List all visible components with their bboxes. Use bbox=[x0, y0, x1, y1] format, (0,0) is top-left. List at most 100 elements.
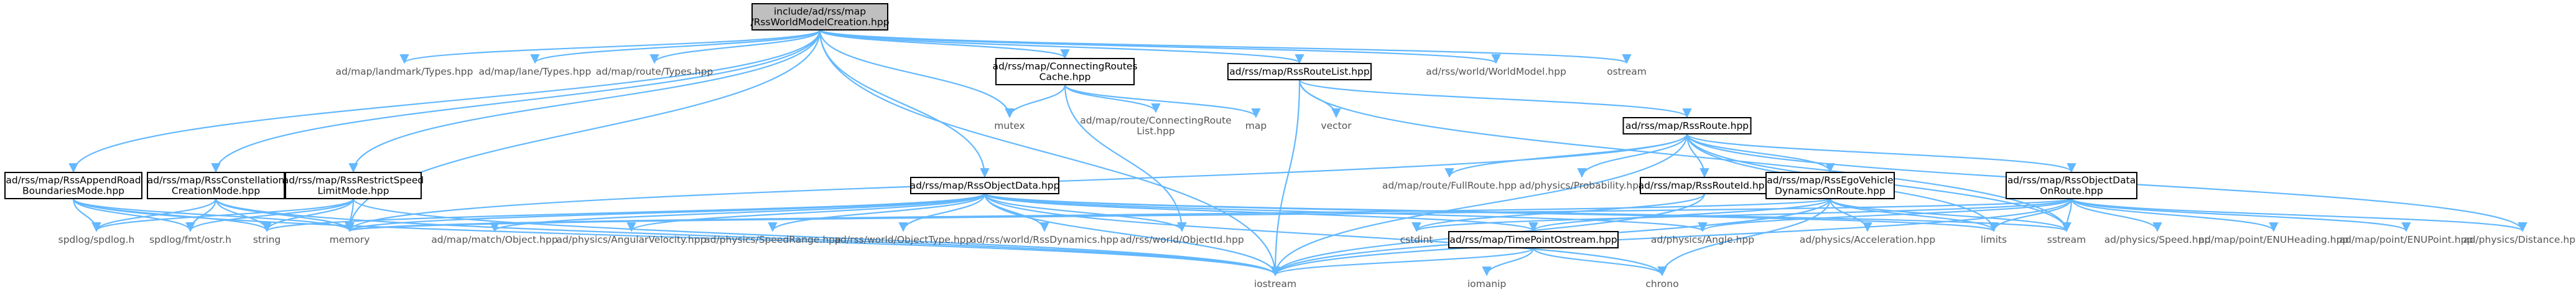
node-label: ad/map/route/Types.hpp bbox=[596, 66, 714, 77]
node-ostream: ostream bbox=[1607, 66, 1647, 77]
edge-rss_route_list-to-sstream bbox=[1298, 79, 2071, 232]
node-label: /RssWorldModelCreation.hpp bbox=[750, 17, 889, 28]
edge-object_data_on_route-to-memory bbox=[345, 197, 2073, 232]
node-spdlog: spdlog/spdlog.h bbox=[58, 234, 135, 245]
node-box bbox=[285, 172, 422, 199]
edge-object_data_on_route-to-enu_point bbox=[2070, 197, 2411, 232]
node-label: ad/rss/map/RssConstellation bbox=[147, 175, 285, 186]
node-enu-heading: ad/map/point/ENUHeading.hpp bbox=[2199, 234, 2349, 245]
node-iomanip: iomanip bbox=[1467, 278, 1506, 290]
node-label: ad/rss/world/ObjectType.hpp bbox=[835, 234, 972, 245]
edge-rss_object_data-to-angular_velocity bbox=[626, 193, 986, 232]
node-label: ostream bbox=[1607, 66, 1647, 77]
node-label: BoundariesMode.hpp bbox=[22, 186, 124, 197]
node-label: limits bbox=[1981, 234, 2007, 245]
node-label: spdlog/fmt/ostr.h bbox=[149, 234, 231, 245]
node-rss-route[interactable]: ad/rss/map/RssRoute.hpp bbox=[1622, 117, 1752, 134]
node-label: ad/rss/map/RssRouteList.hpp bbox=[1229, 66, 1369, 77]
edge-ego_vehicle_dynamics-to-time_point_ostream bbox=[1528, 197, 1831, 232]
node-vector: vector bbox=[1321, 120, 1352, 131]
node-label: DynamicsOnRoute.hpp bbox=[1775, 186, 1886, 197]
node-label: ad/rss/map/RssRoute.hpp bbox=[1625, 120, 1749, 131]
node-acceleration: ad/physics/Acceleration.hpp bbox=[1800, 234, 1935, 245]
node-label: ad/physics/Distance.hpp bbox=[2463, 234, 2576, 245]
node-root[interactable]: include/ad/rss/map/RssWorldModelCreation… bbox=[750, 3, 890, 31]
node-label: iomanip bbox=[1467, 278, 1506, 290]
edge-object_data_on_route-to-distance bbox=[2070, 197, 2527, 232]
dependency-nodes: include/ad/rss/map/RssWorldModelCreation… bbox=[4, 3, 2576, 290]
node-label: ad/rss/map/RssRestrictSpeed bbox=[283, 175, 424, 186]
node-append-road-boundaries[interactable]: ad/rss/map/RssAppendRoadBoundariesMode.h… bbox=[4, 172, 142, 199]
node-label: ad/rss/map/RssObjectData bbox=[2007, 175, 2136, 186]
edge-root-to-append_road_boundaries bbox=[68, 29, 821, 173]
node-label: Cache.hpp bbox=[1039, 72, 1091, 83]
node-label: ad/rss/map/RssAppendRoad bbox=[6, 175, 141, 186]
edge-root-to-connecting_routes_cache bbox=[819, 29, 1070, 59]
edge-connecting_routes_cache-to-map bbox=[1064, 84, 1261, 118]
edge-object_data_on_route-to-speed bbox=[2070, 198, 2162, 232]
node-label: ad/map/landmark/Types.hpp bbox=[336, 66, 473, 77]
edge-connecting_routes_cache-to-connecting_route_list bbox=[1064, 84, 1161, 113]
edge-root-to-route_types bbox=[649, 29, 821, 64]
node-label: ad/rss/map/RssEgoVehicle bbox=[1767, 175, 1893, 186]
edge-rss_object_data-to-match_object bbox=[490, 192, 986, 232]
node-label: ad/rss/world/RssDynamics.hpp bbox=[970, 234, 1118, 245]
edge-rss_route_list-to-iostream bbox=[1270, 79, 1301, 276]
node-label: ad/rss/map/ConnectingRoutes bbox=[992, 61, 1137, 72]
edge-root-to-constellation_creation bbox=[211, 29, 821, 173]
node-box bbox=[910, 177, 1059, 194]
node-cstdint: cstdint bbox=[1400, 234, 1433, 245]
node-rss-object-data[interactable]: ad/rss/map/RssObjectData.hpp bbox=[910, 177, 1060, 194]
node-memory: memory bbox=[330, 234, 370, 245]
edge-rss_route_list-to-rss_route bbox=[1298, 78, 1692, 118]
node-label: ad/physics/Acceleration.hpp bbox=[1800, 234, 1935, 245]
edge-rss_route-to-object_data_on_route bbox=[1686, 133, 2076, 173]
node-box bbox=[1765, 172, 1895, 199]
edge-rss_route-to-iostream bbox=[1270, 133, 1688, 276]
node-label: cstdint bbox=[1400, 234, 1433, 245]
edge-rss_object_data-to-chrono bbox=[983, 193, 1667, 276]
node-rss-dynamics: ad/rss/world/RssDynamics.hpp bbox=[970, 234, 1118, 245]
edge-root-to-ostream bbox=[819, 29, 1631, 64]
node-box bbox=[751, 3, 888, 31]
node-limits: limits bbox=[1981, 234, 2007, 245]
node-label: ad/physics/SpeedRange.hpp bbox=[704, 234, 841, 245]
edge-append_road_boundaries-to-iostream bbox=[72, 198, 1280, 276]
edge-object_data_on_route-to-sstream bbox=[2062, 198, 2073, 232]
node-label: OnRoute.hpp bbox=[2040, 186, 2103, 197]
node-ego-vehicle-dynamics[interactable]: ad/rss/map/RssEgoVehicleDynamicsOnRoute.… bbox=[1765, 172, 1895, 199]
edge-root-to-landmark_types bbox=[399, 29, 821, 64]
node-label: include/ad/rss/map bbox=[774, 6, 866, 17]
node-rss-route-list[interactable]: ad/rss/map/RssRouteList.hpp bbox=[1227, 63, 1372, 80]
node-label: ad/map/route/FullRoute.hpp bbox=[1382, 180, 1517, 191]
node-label: ad/map/point/ENUHeading.hpp bbox=[2199, 234, 2349, 245]
node-label: memory bbox=[330, 234, 370, 245]
node-enu-point: ad/map/point/ENUPoint.hpp bbox=[2340, 234, 2473, 245]
node-label: ad/rss/world/ObjectId.hpp bbox=[1120, 234, 1244, 245]
node-sstream: sstream bbox=[2047, 234, 2086, 245]
node-angular-velocity: ad/physics/AngularVelocity.hpp bbox=[557, 234, 707, 245]
edge-object_data_on_route-to-angle bbox=[1698, 197, 2073, 232]
edge-object_data_on_route-to-enu_heading bbox=[2070, 198, 2279, 232]
node-spdlog-fmt: spdlog/fmt/ostr.h bbox=[149, 234, 231, 245]
edge-rss_object_data-to-iostream bbox=[983, 193, 1280, 276]
edge-restrict_speed_limit-to-spdlog_fmt bbox=[185, 198, 355, 232]
node-label: vector bbox=[1321, 120, 1352, 131]
node-label: string bbox=[253, 234, 281, 245]
edge-root-to-rss_object_data bbox=[819, 29, 990, 178]
node-time-point-ostream[interactable]: ad/rss/map/TimePointOstream.hpp bbox=[1448, 231, 1619, 248]
node-box bbox=[1622, 117, 1752, 134]
node-rss-route-id[interactable]: ad/rss/map/RssRouteId.hpp bbox=[1639, 177, 1771, 194]
node-chrono: chrono bbox=[1645, 278, 1678, 290]
node-match-object: ad/map/match/Object.hpp bbox=[431, 234, 557, 245]
node-constellation-creation[interactable]: ad/rss/map/RssConstellationCreationMode.… bbox=[147, 172, 285, 199]
node-box bbox=[995, 58, 1135, 85]
node-probability: ad/physics/Probability.hpp bbox=[1519, 180, 1645, 191]
edge-object_data_on_route-to-iostream bbox=[1270, 198, 2073, 276]
edge-constellation_creation-to-spdlog bbox=[91, 198, 217, 232]
